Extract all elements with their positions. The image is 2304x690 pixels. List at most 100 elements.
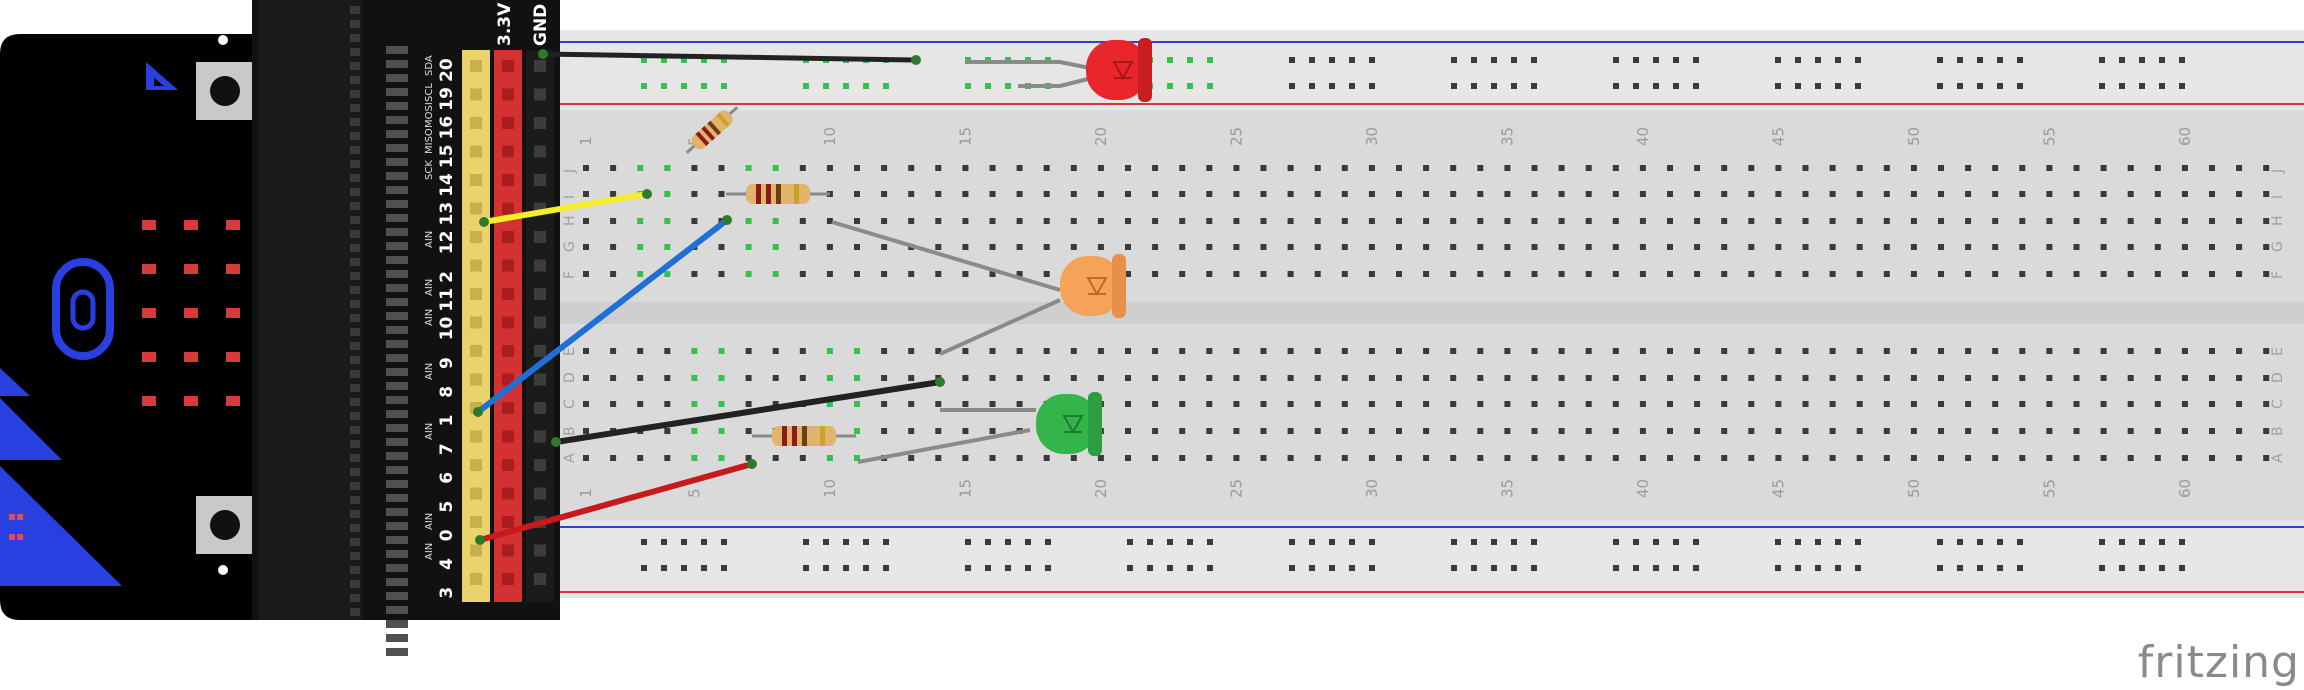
breadboard-hole (1341, 348, 1348, 354)
pin-function: MOSI (424, 102, 435, 128)
breadboard-hole (1368, 401, 1375, 407)
row-letter: F (562, 271, 578, 279)
breadboard-hole (1314, 165, 1321, 171)
breadboard-hole (1775, 375, 1782, 381)
breadboard-hole (691, 271, 698, 277)
breadboard-hole (1667, 271, 1673, 277)
edge-finger (386, 536, 408, 544)
breadboard-hole (610, 401, 617, 407)
breadboard-hole (1233, 428, 1240, 434)
breadboard-hole (854, 191, 860, 197)
rail-hole (1653, 83, 1659, 89)
edge-finger (386, 270, 408, 278)
breadboard-hole (1558, 244, 1565, 250)
breadboard-hole (2127, 401, 2134, 407)
breadboard-hole (1558, 348, 1565, 354)
header-pin (534, 430, 546, 443)
center-channel (556, 302, 2304, 324)
rail-hole (1369, 57, 1375, 63)
breadboard-hole (908, 401, 915, 407)
wire-end (911, 55, 921, 65)
breadboard-hole (1260, 191, 1267, 197)
header-pin (502, 459, 514, 471)
rail-hole (1309, 539, 1315, 545)
row-letter: D (2270, 372, 2286, 383)
rail-hole (1329, 539, 1335, 545)
breadboard-hole (799, 375, 806, 381)
column-number: 55 (2040, 479, 2058, 498)
header-pin (470, 174, 482, 186)
breadboard-hole (1829, 401, 1836, 407)
orange-led-leg-1 (831, 220, 1061, 292)
breadboard-hole (1396, 191, 1402, 197)
edge-finger (386, 438, 408, 446)
breadboard-hole (1152, 348, 1159, 354)
breadboard-hole (1883, 271, 1890, 277)
matrix-led (226, 308, 240, 318)
breadboard-hole (2100, 348, 2107, 354)
red-wire (477, 461, 755, 543)
breadboard-hole (2181, 244, 2188, 250)
breadboard-hole (1368, 244, 1375, 250)
column-number: 15 (956, 479, 974, 498)
breadboard-hole (1233, 218, 1240, 224)
rail-hole (1471, 57, 1477, 63)
edge-finger (386, 382, 408, 390)
logo-triangle-inner (154, 78, 164, 86)
header-pin (502, 88, 514, 101)
column-number: 25 (1227, 127, 1245, 146)
edge-finger (350, 202, 360, 210)
breadboard-hole (1368, 218, 1375, 224)
breadboard-hole (583, 218, 589, 224)
breadboard-hole (1531, 244, 1538, 250)
rail-hole (1775, 83, 1781, 89)
edge-finger (350, 48, 360, 56)
breadboard-hole (610, 218, 617, 224)
corner-mark-2: ▪▪ (8, 529, 24, 543)
breadboard-hole (2154, 191, 2161, 197)
breadboard-hole (1965, 191, 1972, 197)
edge-finger (386, 144, 408, 152)
rail-hole (1471, 539, 1477, 545)
breadboard-hole (664, 428, 671, 434)
rail-hole (641, 539, 647, 545)
rail-hole (1349, 565, 1355, 571)
breadboard-hole (1639, 271, 1646, 277)
breadboard-hole (2154, 271, 2161, 277)
edge-finger (386, 354, 408, 362)
header-pin (534, 402, 546, 414)
breadboard-hole (1775, 348, 1782, 354)
breadboard-hole (583, 401, 589, 407)
edge-finger (386, 494, 408, 502)
breadboard-hole (664, 191, 671, 197)
breadboard-hole (1883, 375, 1890, 381)
edge-finger (350, 6, 360, 14)
breadboard-hole (1423, 191, 1430, 197)
rail-hole (1937, 539, 1943, 545)
wire-end (479, 217, 489, 227)
breadboard-hole (908, 348, 915, 354)
breadboard-hole (1667, 191, 1673, 197)
rail-hole (863, 83, 869, 89)
edge-finger (350, 300, 360, 308)
breadboard-hole (1097, 218, 1104, 224)
pin-function: AIN (424, 279, 435, 296)
rail-hole (1451, 83, 1457, 89)
breadboard-hole (1125, 271, 1131, 277)
breadboard-hole (2154, 428, 2161, 434)
breadboard-hole (1504, 271, 1511, 277)
breadboard-hole (1260, 455, 1267, 461)
red-led (1086, 38, 1152, 102)
breadboard-hole (1694, 375, 1701, 381)
breadboard-hole (1450, 348, 1457, 354)
breadboard-hole (1802, 348, 1809, 354)
breadboard-hole (935, 244, 942, 250)
breadboard-hole (2019, 401, 2026, 407)
header-pin (502, 430, 514, 443)
rail-hole (2099, 83, 2105, 89)
pin-function: AIN (424, 423, 435, 440)
breadboard-hole (1612, 191, 1619, 197)
rail-hole (1005, 565, 1011, 571)
breadboard-hole (881, 401, 888, 407)
rail-hole (843, 565, 849, 571)
